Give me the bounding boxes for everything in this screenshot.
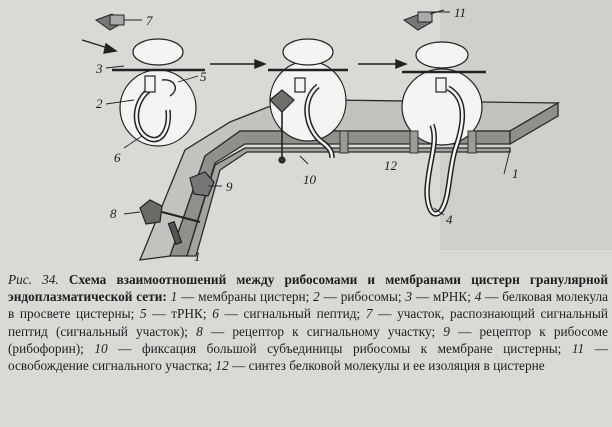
- signal-receptor: [139, 171, 215, 246]
- legend-number: 3: [405, 289, 413, 305]
- legend-number: 6: [212, 306, 219, 322]
- legend-text: — белковая молекула в просвете цистерны;: [8, 289, 609, 322]
- label-9: 9: [226, 179, 233, 194]
- legend-item: 6 — сигнальный пептид;: [207, 306, 361, 322]
- legend-number: 7: [365, 306, 373, 322]
- trna: [435, 77, 447, 93]
- legend-item: 7 — участок, распознающий сигнальный пеп…: [8, 306, 608, 338]
- legend-text: — мембраны цистерн;: [177, 289, 310, 305]
- ribosome-small-subunit: [132, 38, 184, 66]
- legend-number: 2: [313, 289, 320, 305]
- legend-number: 1: [170, 289, 178, 305]
- legend-item: 4 — белковая молекула в просвете цистерн…: [8, 289, 608, 321]
- legend-text: — участок, распознающий сигнальный пепти…: [8, 306, 608, 339]
- ribosome-small-subunit: [415, 41, 469, 69]
- trna: [144, 75, 156, 93]
- label-1-right: 1: [512, 166, 519, 181]
- ribosome-2: [268, 38, 348, 164]
- figure-title: Схема взаимоотношений между рибосомами и…: [8, 272, 608, 305]
- legend-item: 11 — освобождение сигнального участка;: [8, 341, 608, 373]
- legend-number: 10: [94, 340, 108, 356]
- legend-text: — синтез белковой молекулы и ее изоляция…: [228, 358, 545, 374]
- ribosome-1: [112, 38, 205, 147]
- flow-arrows: [81, 39, 408, 70]
- legend-item: 8 — рецептор к сигнальному участку;: [188, 324, 435, 339]
- figure-number: Рис. 34.: [8, 272, 59, 287]
- legend-item: 10 — фиксация большой субъединицы рибосо…: [84, 340, 562, 356]
- legend-item: 2 — рибосомы;: [309, 289, 401, 304]
- legend-text: — тРНК;: [146, 306, 207, 322]
- label-4: 4: [446, 212, 453, 227]
- label-5: 5: [200, 69, 207, 84]
- leader-lines: [105, 11, 511, 216]
- legend-number: 12: [215, 358, 229, 374]
- legend-text: — рибосомы;: [319, 289, 402, 305]
- srp-particle-11: [402, 9, 445, 31]
- legend-text: — мРНК;: [412, 289, 471, 305]
- legend-text: — освобождение сигнального участка;: [8, 340, 608, 374]
- legend-number: 4: [474, 289, 482, 305]
- label-12: 12: [384, 158, 398, 173]
- srp-particle-7: [94, 13, 125, 31]
- legend-item: 1 — мембраны цистерн;: [171, 289, 310, 304]
- ribophorin-receptors: [339, 130, 477, 154]
- label-2: 2: [96, 96, 103, 111]
- label-8: 8: [110, 206, 117, 221]
- legend-number: 9: [443, 323, 450, 339]
- legend-number: 11: [571, 340, 585, 356]
- legend-text: — рецептор к сигнальному участку;: [202, 323, 436, 339]
- ribosome-large-subunit: [119, 69, 197, 147]
- label-6: 6: [114, 150, 121, 165]
- ribosome-small-subunit: [282, 38, 334, 66]
- legend-number: 5: [139, 306, 147, 322]
- legend-item: 12 — синтез белковой молекулы и ее изоля…: [212, 358, 545, 374]
- ribosome-membrane-diagram: 7 11 3 5 2 6 9 8 1 10 12 4 1: [81, 0, 612, 264]
- label-10: 10: [303, 172, 317, 187]
- legend-items: 1 — мембраны цистерн; 2 — рибосомы; 3 — …: [8, 289, 608, 373]
- label-7: 7: [146, 13, 153, 28]
- legend-item: 3 — мРНК;: [402, 289, 471, 304]
- legend-text: — сигнальный пептид;: [218, 306, 361, 322]
- label-3: 3: [95, 61, 103, 76]
- legend-text: — фиксация большой субъединицы рибосомы …: [107, 340, 562, 356]
- ribophorin: [189, 171, 215, 197]
- trna: [294, 77, 306, 93]
- legend-item: 9 — рецептор к рибосоме (рибофорин);: [8, 324, 608, 356]
- label-1-bottom: 1: [194, 249, 201, 264]
- figure-caption: Рис. 34. Схема взаимоотношений между риб…: [8, 271, 608, 374]
- legend-item: 5 — тРНК;: [134, 306, 207, 322]
- legend-number: 8: [196, 323, 203, 339]
- label-11: 11: [454, 5, 466, 20]
- legend-text: — рецептор к рибосоме (рибофорин);: [8, 323, 609, 356]
- signal-recognition-particle: [269, 89, 295, 113]
